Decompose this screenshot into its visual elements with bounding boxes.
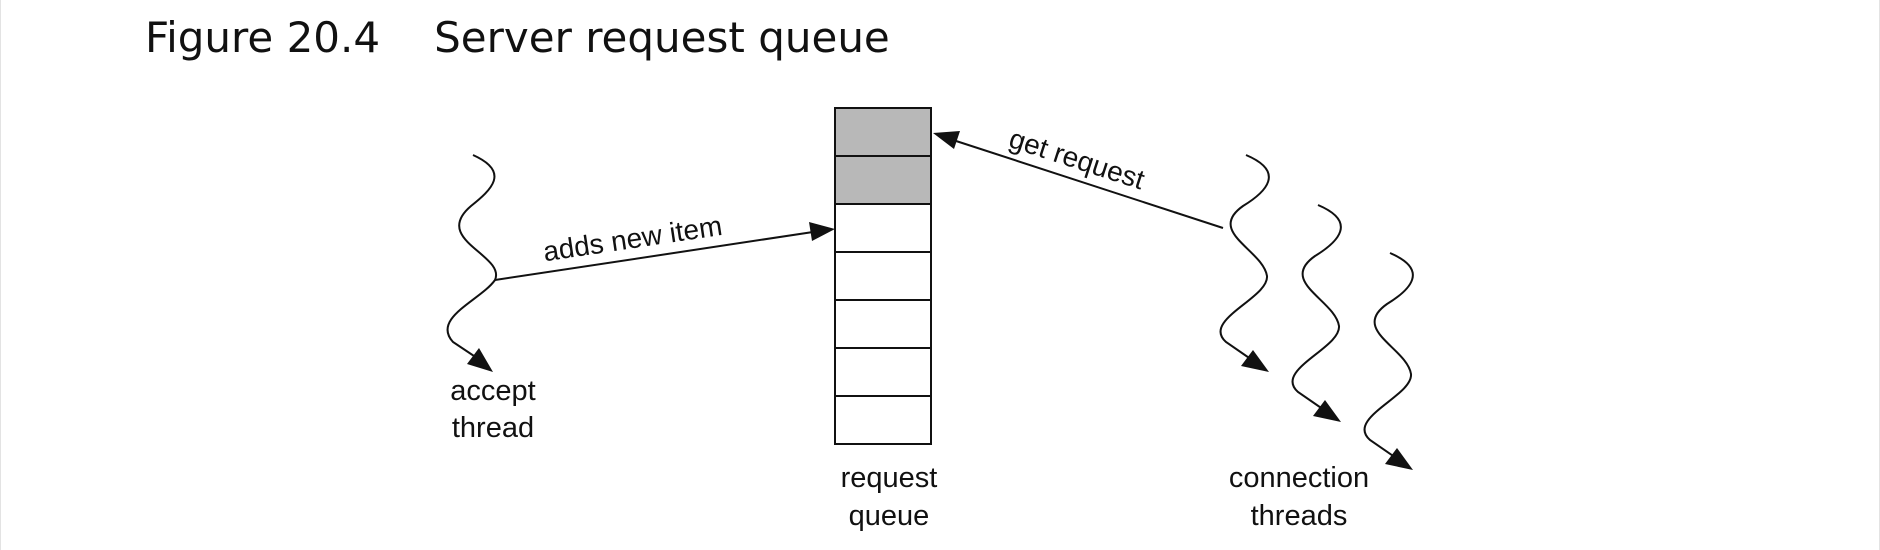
request-queue: request queue [834, 107, 938, 532]
get-request-label: get request [1006, 123, 1149, 196]
connection-thread-3-squiggle [1363, 252, 1414, 461]
adds-new-item-arrow: adds new item [494, 210, 835, 281]
queue-slot-empty [834, 251, 932, 301]
queue-slot-filled [834, 155, 932, 205]
figure-caption: Figure 20.4 Server request queue [145, 8, 890, 68]
accept-thread-arrowhead [467, 348, 493, 372]
queue-slot-empty [834, 347, 932, 397]
queue-slot-empty [834, 203, 932, 253]
accept-thread-squiggle [446, 154, 498, 363]
connection-thread-1-arrowhead [1241, 350, 1269, 372]
get-request-arrowhead [933, 131, 960, 149]
connection-thread-3-arrowhead [1385, 448, 1413, 470]
adds-new-item-arrowhead [809, 222, 835, 241]
connection-threads-label-line1: connection [1229, 462, 1369, 494]
connection-threads: connection threads [1219, 154, 1414, 532]
request-queue-label-line2: queue [849, 500, 930, 532]
figure-title: Server request queue [434, 13, 890, 62]
connection-thread-2-arrowhead [1313, 400, 1341, 422]
queue-slot-empty [834, 395, 932, 445]
get-request-line [952, 139, 1224, 229]
connection-thread-2-squiggle [1291, 204, 1342, 413]
accept-thread-label-line1: accept [450, 375, 535, 407]
connection-threads-label-line2: threads [1251, 500, 1348, 532]
connection-thread-1-squiggle [1219, 154, 1270, 363]
accept-thread: accept thread [446, 154, 536, 444]
queue-slot-filled [834, 107, 932, 157]
accept-thread-label-line2: thread [452, 412, 534, 444]
request-queue-label-line1: request [841, 462, 938, 494]
adds-new-item-line [494, 231, 814, 281]
queue-slots [834, 107, 932, 445]
figure-number: Figure 20.4 [145, 13, 381, 62]
queue-slot-empty [834, 299, 932, 349]
get-request-arrow: get request [933, 123, 1224, 229]
